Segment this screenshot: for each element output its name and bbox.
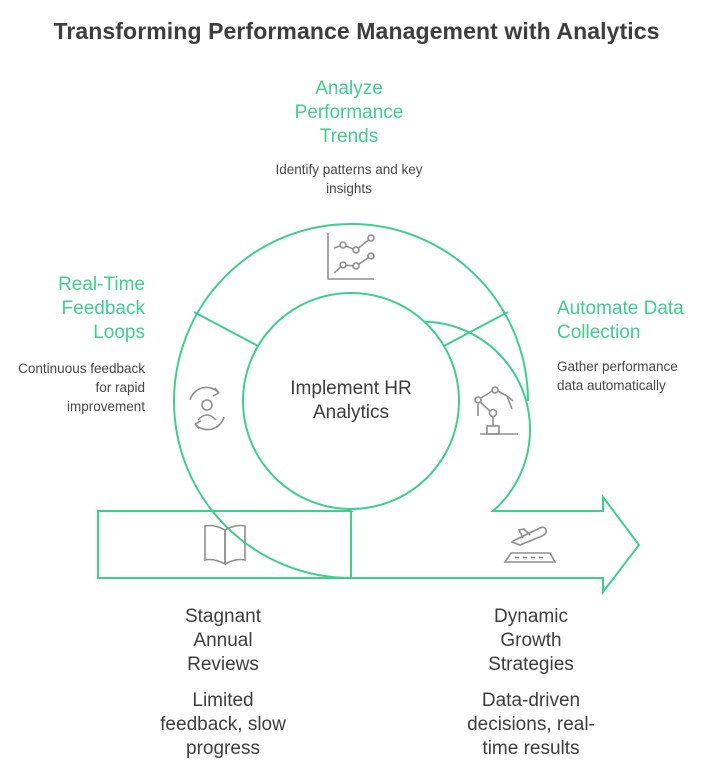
analyze-heading: Analyze Performance Trends bbox=[294, 78, 404, 147]
center-label: Implement HR Analytics bbox=[290, 378, 412, 423]
analyze-description: Identify patterns and key insights bbox=[275, 162, 423, 196]
line-chart-icon bbox=[327, 233, 375, 280]
center-circle bbox=[242, 292, 460, 510]
user-refresh-icon bbox=[189, 386, 225, 431]
divider-right bbox=[443, 311, 509, 347]
automate-description: Gather performance data automatically bbox=[557, 359, 678, 393]
feedback-heading: Real-Time Feedback Loops bbox=[58, 274, 145, 343]
open-book-icon bbox=[204, 524, 246, 566]
from-state-heading: Stagnant Annual Reviews bbox=[184, 606, 262, 675]
to-state-heading: Dynamic Growth Strategies bbox=[488, 606, 574, 675]
airplane-takeoff-icon bbox=[503, 526, 557, 563]
divider-left bbox=[193, 311, 259, 347]
robot-arm-icon bbox=[474, 386, 518, 435]
automate-heading: Automate Data Collection bbox=[557, 298, 684, 343]
feedback-description: Continuous feedback for rapid improvemen… bbox=[18, 361, 145, 414]
page-title: Transforming Performance Management with… bbox=[53, 18, 660, 44]
from-state-description: Limited feedback, slow progress bbox=[160, 690, 286, 759]
outer-ring bbox=[173, 223, 529, 579]
to-state-description: Data-driven decisions, real-time results bbox=[467, 690, 595, 759]
